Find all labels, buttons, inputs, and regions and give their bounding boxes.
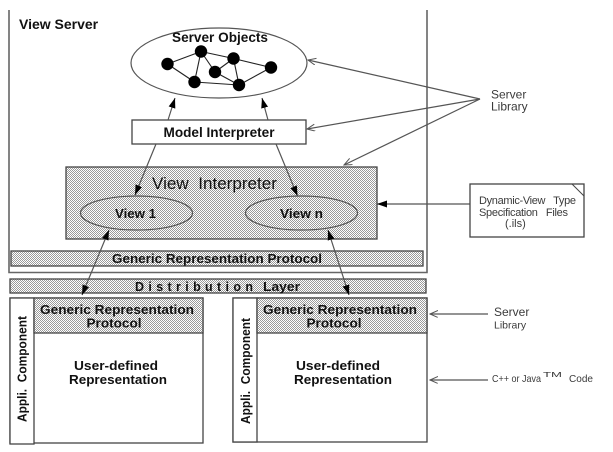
- model-interpreter-label: Model Interpreter: [164, 124, 276, 140]
- server-library-line-2: Library: [491, 100, 528, 114]
- arrow-model-to-view-n: [275, 143, 299, 197]
- model-interpreter: Model Interpreter: [131, 119, 307, 145]
- arrow-library-to-model: [307, 98, 481, 129]
- view-1: View 1: [79, 195, 194, 231]
- view-n: View n: [244, 195, 359, 231]
- distribution-layer-box: [9, 278, 427, 294]
- app-component-side-strip: [9, 297, 35, 445]
- view-n-ellipse: [244, 195, 359, 231]
- trademark-superscript: TM: [543, 372, 562, 379]
- graph-node: [232, 78, 246, 92]
- graph-node: [188, 75, 201, 89]
- graph-node: [208, 65, 222, 79]
- arrow-library-to-view-interpreter: [344, 98, 481, 165]
- app-component-body-line-2: Representation: [69, 372, 167, 387]
- view-interpreter-label: View Interpreter: [152, 174, 277, 193]
- view-server-title: View Server: [19, 16, 99, 32]
- spec-files-line-3: (.ils): [505, 218, 526, 230]
- view-1-ellipse: [79, 195, 194, 231]
- app-component-header-line-1: Generic Representation: [263, 302, 417, 317]
- app-component-side-label: Appli. Component: [16, 315, 30, 422]
- graph-node: [161, 57, 174, 71]
- object-graph-nodes: [161, 45, 278, 92]
- model-interpreter-box: [131, 119, 307, 145]
- annotation-server-library-bottom: Server Library: [430, 305, 529, 332]
- arrow-library-to-objects: [308, 60, 481, 100]
- arrow-model-to-objects-left: [167, 97, 176, 121]
- annotation-spec-files: Dynamic-View Type Specification Files (.…: [377, 183, 585, 238]
- app-component-right: Appli. Component Generic Representation …: [232, 297, 428, 443]
- annotation-code: C++ or Java TM Code: [430, 372, 593, 385]
- code-note-suffix: Code: [569, 373, 593, 385]
- note-fold-corner: [571, 183, 585, 197]
- server-library-line-1: Server: [491, 88, 526, 102]
- spec-files-line-2: Specification Files: [479, 207, 569, 219]
- spec-files-line-1: Dynamic-View Type: [479, 195, 576, 207]
- code-note-text: C++ or Java: [492, 373, 541, 385]
- generic-protocol-bar: Generic Representation Protocol: [10, 250, 424, 267]
- distribution-layer-word-2: Layer: [263, 280, 300, 294]
- view-interpreter: View Interpreter View 1 View n: [65, 166, 378, 240]
- app-component-header-line-1: Generic Representation: [40, 302, 194, 317]
- generic-protocol-bar-label: Generic Representation Protocol: [112, 252, 322, 266]
- graph-edge: [233, 57, 272, 69]
- annotation-server-library-top: Server Library: [307, 60, 528, 165]
- app-component-body-line-2: Representation: [294, 372, 392, 387]
- app-component-protocol-header: [33, 297, 204, 334]
- graph-node: [194, 45, 208, 58]
- view-server-frame: View Server: [8, 10, 428, 274]
- app-component-left: Appli. Component Generic Representation …: [9, 297, 204, 445]
- server-library-line-1: Server: [494, 305, 529, 319]
- app-component-header-line-2: Protocol: [87, 316, 142, 331]
- server-objects: Server Objects: [130, 27, 308, 99]
- graph-node: [264, 61, 278, 74]
- app-component-body-line-1: User-defined: [74, 358, 158, 373]
- arrow-view-n-to-component: [327, 229, 350, 296]
- graph-edge: [194, 81, 240, 86]
- graph-node: [227, 52, 240, 65]
- app-component-side-label: Appli. Component: [239, 317, 253, 424]
- spec-files-note-box: [469, 183, 585, 238]
- arrow-view-1-to-component: [81, 229, 110, 296]
- arrow-model-to-objects-right: [261, 97, 269, 121]
- view-n-label: View n: [280, 207, 323, 221]
- arrow-model-to-view-1: [134, 143, 157, 196]
- generic-protocol-bar-box: [10, 250, 424, 267]
- view-1-label: View 1: [115, 207, 156, 221]
- app-component-body-line-1: User-defined: [296, 358, 380, 373]
- internal-arrows: [81, 97, 350, 296]
- server-objects-label: Server Objects: [172, 29, 268, 45]
- view-server-border: [8, 10, 428, 274]
- app-component-side-strip: [232, 297, 258, 443]
- server-library-line-2: Library: [494, 320, 527, 332]
- app-component-protocol-header: [256, 297, 428, 334]
- app-component-header-line-2: Protocol: [307, 316, 362, 331]
- distribution-layer: Distribution Layer: [9, 278, 427, 294]
